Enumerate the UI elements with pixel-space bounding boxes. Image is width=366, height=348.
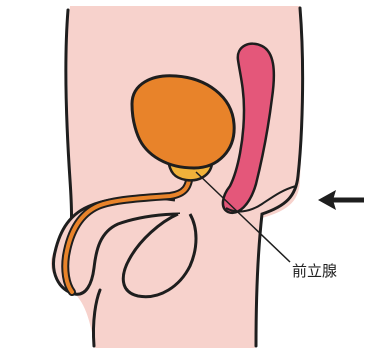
prostate-label: 前立腺 (292, 262, 337, 280)
arrow-left-icon (318, 190, 364, 210)
